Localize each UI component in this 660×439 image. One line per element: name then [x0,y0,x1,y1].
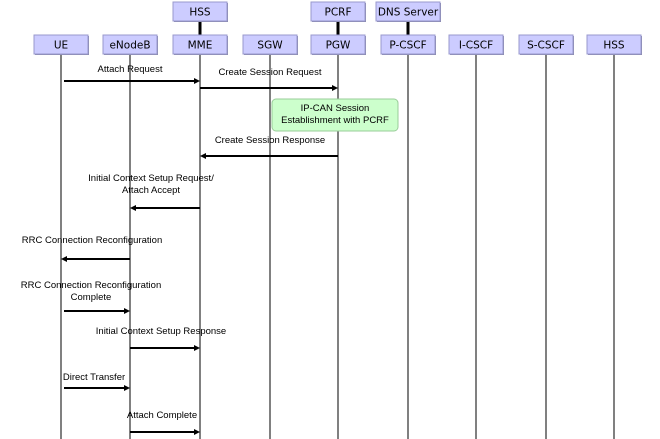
entity-enodeb-rect [102,34,158,55]
message: Attach Complete [127,410,200,435]
entity-enodeb-label: eNodeB [109,40,150,52]
message-label: RRC Connection Reconfiguration [22,235,162,246]
message-label: Create Session Request [219,67,322,78]
entity-icscf: I-CSCF [448,34,504,55]
entity-hss-rect [172,1,228,22]
entity-ue-rect [33,34,89,55]
entity-hss2-label: HSS [603,40,625,52]
entity-pgw: PGW [310,34,366,55]
arrowhead-icon [194,78,200,84]
note-box [271,98,399,132]
entity-scscf-rect [518,34,574,55]
message-label: Attach Accept [122,185,180,196]
message: Attach Request [64,64,200,84]
arrowhead-icon [194,345,200,351]
entity-hss2-rect [586,34,642,55]
entity-icscf-rect [448,34,504,55]
note-label: Establishment with PCRF [281,115,389,126]
message: RRC Connection Reconfiguration [22,235,162,262]
entity-hss2: HSS [586,34,642,55]
message-label: Attach Request [98,64,163,75]
message-label: Attach Complete [127,410,197,421]
entity-pcrf-label: PCRF [325,7,352,19]
arrowhead-icon [124,308,130,314]
message: Create Session Request [200,67,338,91]
message-label: Create Session Response [215,135,325,146]
note-label: IP-CAN Session [301,103,370,114]
message: Create Session Response [200,135,338,159]
entity-sgw-label: SGW [257,40,283,52]
message-label: RRC Connection Reconfiguration [21,280,161,291]
entity-boxes: UE eNodeB MME SGW PGW P-CSCF I-CSCF S-CSCF HSS HS… [33,1,642,55]
entity-mme-label: MME [188,40,213,52]
entity-scscf: S-CSCF [518,34,574,55]
entity-pcrf-rect [310,1,366,22]
message: Initial Context Setup Response [96,326,226,351]
message-label: Initial Context Setup Request/ [88,173,214,184]
entity-pcscf-rect [380,34,436,55]
message-label: Direct Transfer [63,372,125,383]
entity-mme-rect [172,34,228,55]
entity-hss-label: HSS [189,7,211,19]
message: Direct Transfer [63,372,130,391]
entity-sgw-rect [242,34,298,55]
attachment-links [198,21,410,35]
arrowhead-icon [124,385,130,391]
entity-pcscf: P-CSCF [380,34,436,55]
entity-dns-rect [375,1,441,22]
message: Initial Context Setup Request/Attach Acc… [88,173,214,211]
messages: Attach Request Create Session RequestIP-C… [21,64,399,435]
entity-pcrf: PCRF [310,1,366,22]
entity-dns: DNS Server [375,1,441,22]
message-label: Complete [71,292,112,303]
entity-ue-label: UE [54,40,68,52]
entity-scscf-label: S-CSCF [527,40,565,52]
message-label: Initial Context Setup Response [96,326,226,337]
entity-dns-label: DNS Server [378,7,439,19]
entity-mme: MME [172,34,228,55]
arrowhead-icon [194,429,200,435]
arrowhead-icon [332,85,338,91]
entity-ue: UE [33,34,89,55]
entity-enodeb: eNodeB [102,34,158,55]
arrowhead-icon [200,153,206,159]
arrowhead-icon [61,256,67,262]
entity-hss: HSS [172,1,228,22]
entity-pcscf-label: P-CSCF [389,40,426,52]
entity-icscf-label: I-CSCF [459,40,493,52]
entity-pgw-label: PGW [326,40,351,52]
arrowhead-icon [130,205,136,211]
entity-pgw-rect [310,34,366,55]
entity-sgw: SGW [242,34,298,55]
